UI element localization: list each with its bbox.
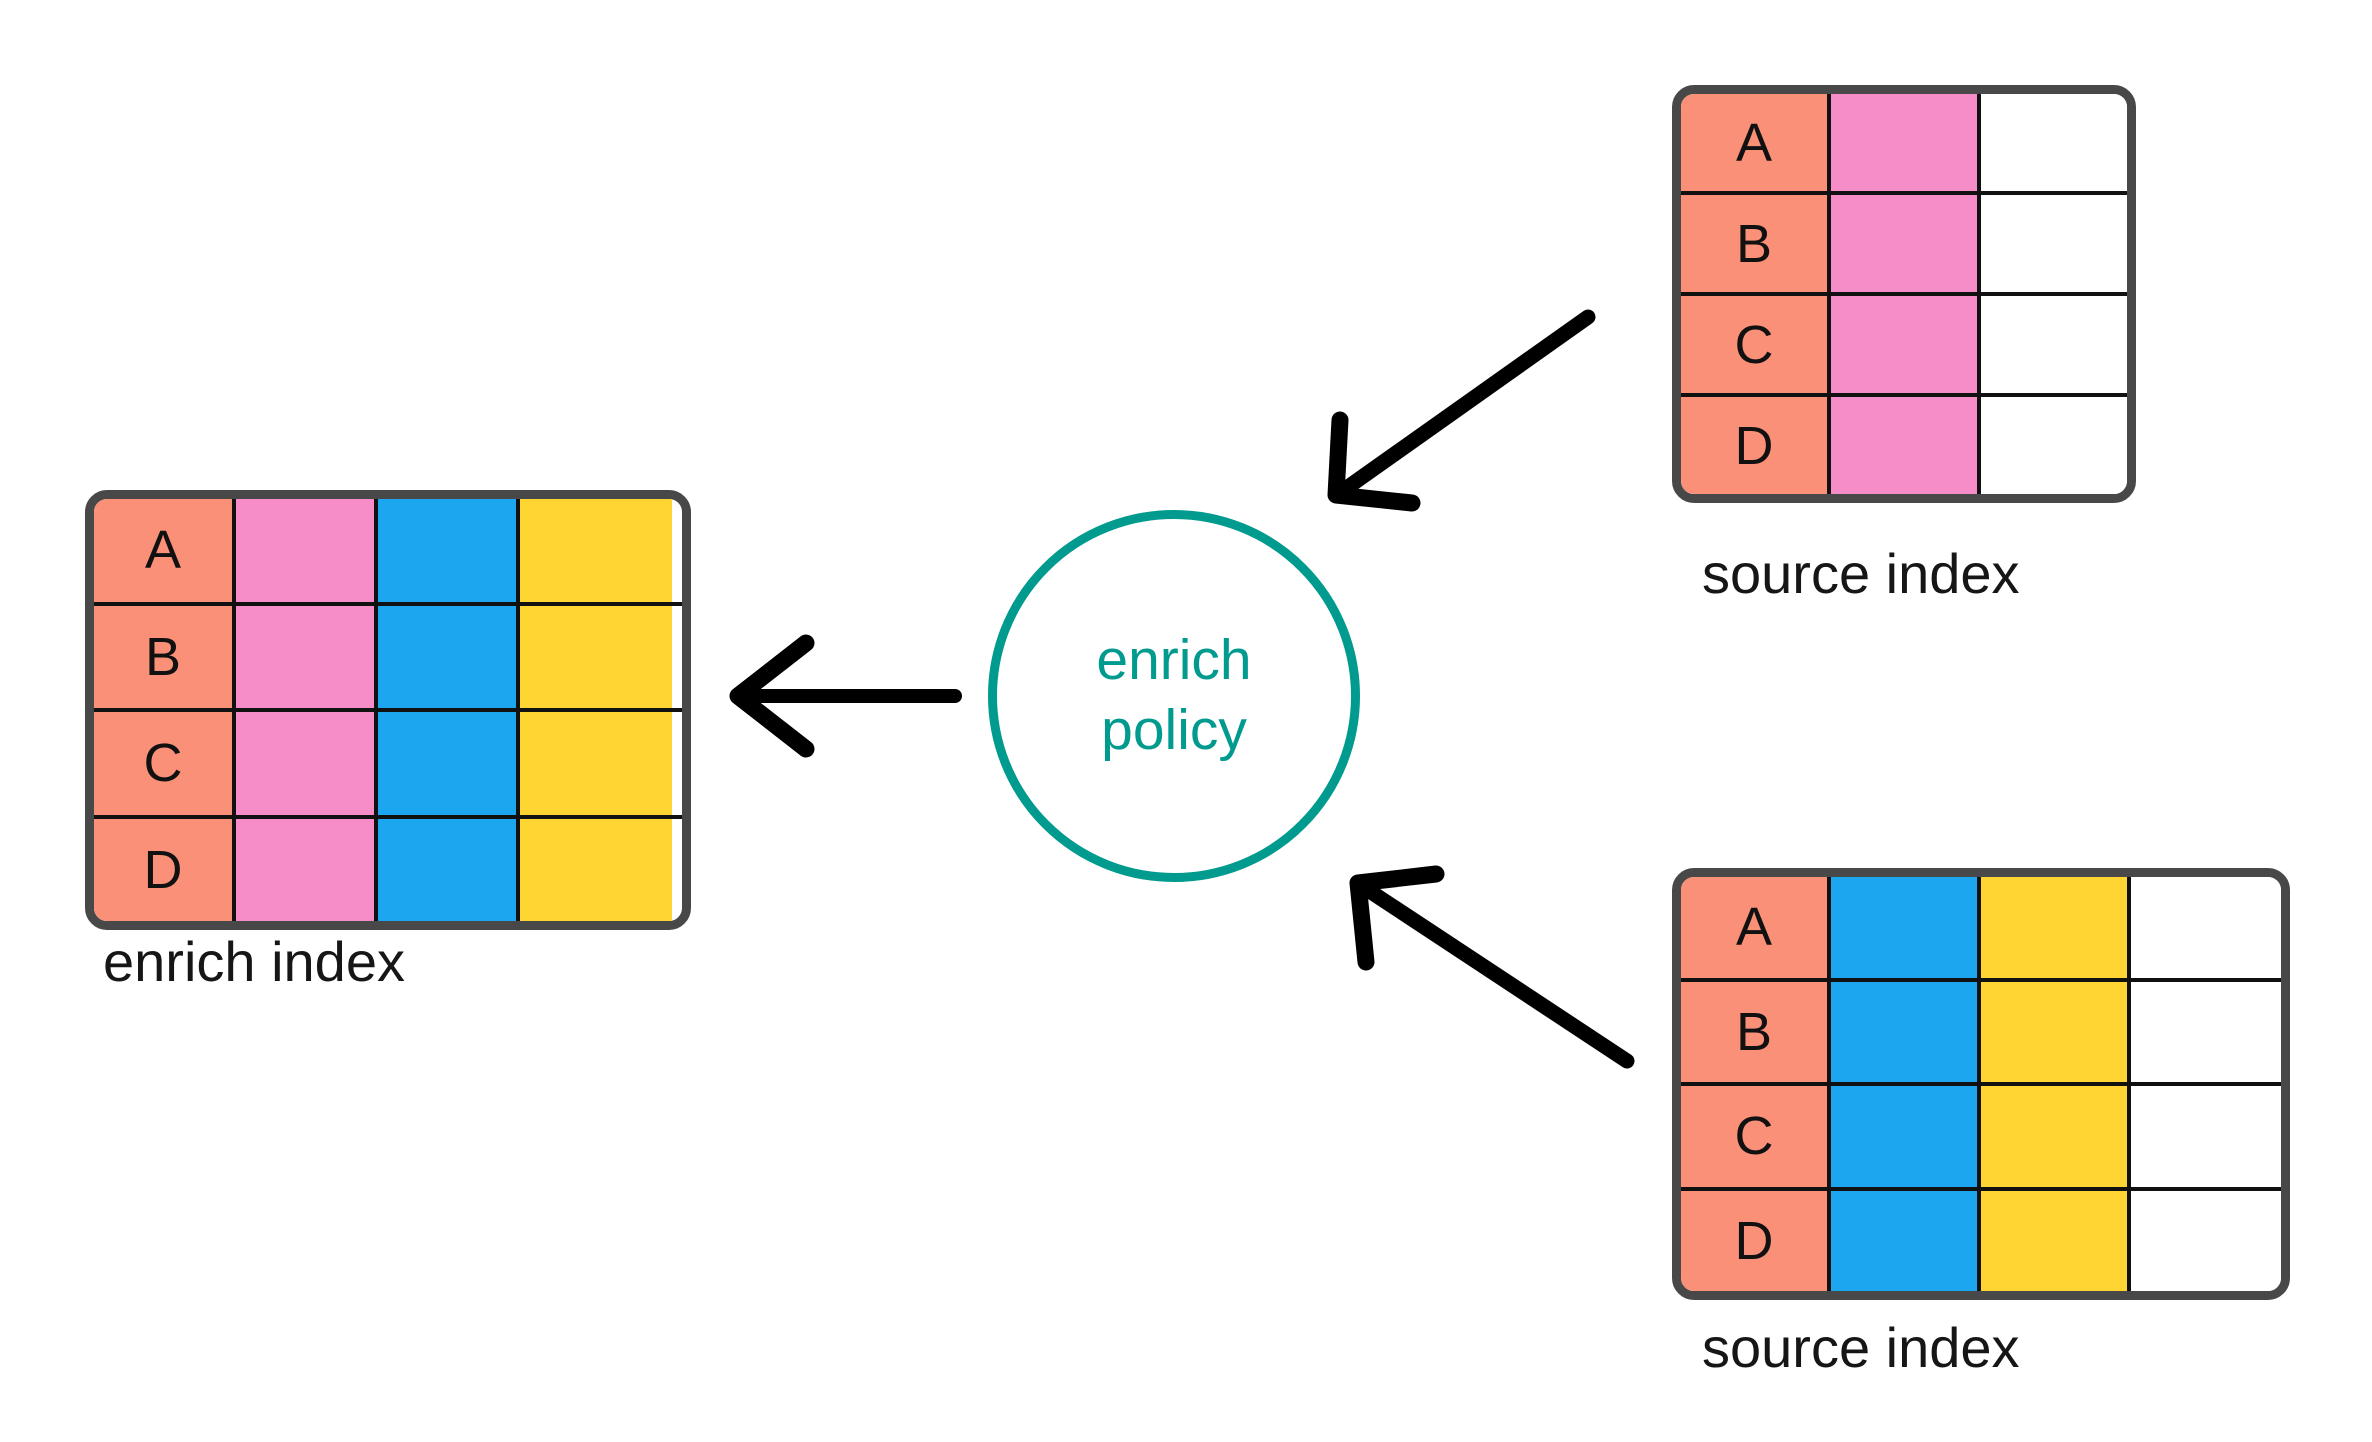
cell-key: D <box>94 818 236 921</box>
cell-blue <box>378 712 520 815</box>
table-row: D <box>1681 1190 2281 1291</box>
table-row: C <box>1681 296 2127 397</box>
cell-pink <box>1831 397 1981 494</box>
cell-pink <box>236 712 378 815</box>
table-row: D <box>1681 397 2127 494</box>
cell-key: D <box>1681 1190 1831 1291</box>
source-index-top-caption: source index <box>1702 542 2020 605</box>
arrow-top-source-to-policy <box>1327 309 1596 512</box>
cell-yellow <box>1981 1086 2131 1187</box>
cell-key: B <box>1681 195 1831 292</box>
cell-blue <box>378 605 520 708</box>
cell-key: D <box>1681 397 1831 494</box>
table-row: A <box>1681 94 2127 195</box>
table-row: C <box>1681 1086 2281 1191</box>
cell-yellow <box>520 499 672 602</box>
cell-pink <box>236 605 378 708</box>
cell-key: A <box>1681 877 1831 978</box>
cell-key: A <box>1681 94 1831 191</box>
cell-yellow <box>520 605 672 708</box>
enrich-index-caption: enrich index <box>103 930 405 993</box>
table-row: A <box>94 499 682 606</box>
cell-pink <box>236 499 378 602</box>
source-index-bottom-table: A B C D <box>1672 868 2290 1300</box>
cell-yellow <box>1981 877 2131 978</box>
cell-key: C <box>1681 1086 1831 1187</box>
table-row: C <box>94 712 682 819</box>
cell-empty <box>2131 981 2281 1082</box>
cell-pink <box>1831 195 1981 292</box>
cell-key: B <box>1681 981 1831 1082</box>
source-index-bottom-caption: source index <box>1702 1316 2020 1379</box>
cell-yellow <box>520 712 672 815</box>
table-row: B <box>94 605 682 712</box>
source-index-top-table: A B C D <box>1672 85 2136 503</box>
cell-blue <box>378 818 520 921</box>
table-row: B <box>1681 981 2281 1086</box>
cell-empty <box>2131 877 2281 978</box>
enrich-policy-node: enrich policy <box>988 510 1360 882</box>
cell-empty <box>1981 195 2127 292</box>
cell-key: C <box>1681 296 1831 393</box>
cell-empty <box>1981 397 2127 494</box>
cell-yellow <box>1981 981 2131 1082</box>
cell-blue <box>1831 1086 1981 1187</box>
cell-blue <box>1831 877 1981 978</box>
cell-empty <box>1981 94 2127 191</box>
cell-empty <box>2131 1190 2281 1291</box>
table-row: A <box>1681 877 2281 982</box>
table-row: D <box>94 818 682 921</box>
cell-blue <box>1831 1190 1981 1291</box>
cell-pink <box>1831 94 1981 191</box>
cell-key: C <box>94 712 236 815</box>
cell-yellow <box>1981 1190 2131 1291</box>
cell-empty <box>2131 1086 2281 1187</box>
cell-key: B <box>94 605 236 708</box>
arrow-policy-to-enrich-index <box>729 634 962 758</box>
cell-empty <box>1981 296 2127 393</box>
table-row: B <box>1681 195 2127 296</box>
cell-yellow <box>520 818 672 921</box>
cell-pink <box>1831 296 1981 393</box>
cell-blue <box>1831 981 1981 1082</box>
arrow-bottom-source-to-policy <box>1349 865 1635 1069</box>
enrich-index-table: A B C D <box>85 490 691 930</box>
cell-blue <box>378 499 520 602</box>
enrich-policy-label: enrich policy <box>1096 628 1252 762</box>
cell-key: A <box>94 499 236 602</box>
cell-pink <box>236 818 378 921</box>
